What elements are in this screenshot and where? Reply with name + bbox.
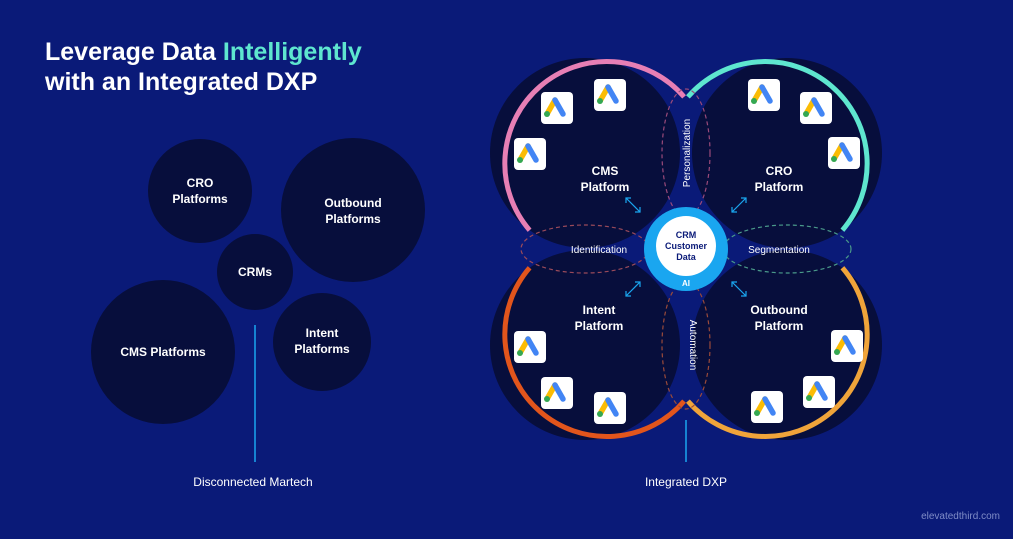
label-segmentation: Segmentation (748, 245, 810, 256)
google-ads-icon (803, 376, 835, 408)
label-cro: CRO (766, 164, 793, 178)
label-intent: Intent (583, 303, 616, 317)
google-ads-icon (828, 137, 860, 169)
circle-cro-platform (692, 58, 882, 248)
center-label: Data (676, 252, 697, 262)
bubble-label: Platforms (325, 212, 381, 226)
bubble-cro-platforms (148, 139, 252, 243)
bubble-label: Intent (306, 326, 339, 340)
overlap-segmentation (722, 224, 852, 274)
double-arrow-icon (625, 197, 641, 213)
bubble-label: Outbound (324, 196, 381, 210)
bubble-label: CRO (187, 176, 214, 190)
arc-intent (502, 266, 686, 439)
google-ads-icon (514, 138, 546, 170)
google-ads-icon (514, 331, 546, 363)
google-ads-icon (748, 79, 780, 111)
bubble-intent-platforms (273, 293, 371, 391)
label-identification: Identification (571, 245, 627, 256)
bubble-crms (217, 234, 293, 310)
disconnected-martech: CRO Platforms Outbound Platforms CRMs CM… (91, 138, 425, 489)
arc-outbound (686, 266, 870, 439)
center-label: CRM (676, 230, 697, 240)
caption-integrated: Integrated DXP (645, 475, 727, 489)
label-outbound: Platform (755, 319, 804, 333)
arc-cms (502, 59, 686, 232)
bubble-label: CMS Platforms (120, 345, 206, 359)
title-line1: Leverage Data Intelligently (45, 38, 362, 66)
center-core (656, 216, 716, 276)
circle-cms-platform (490, 58, 680, 248)
label-cro: Platform (755, 180, 804, 194)
bubble-label: Platforms (294, 342, 350, 356)
label-cms: CMS (592, 164, 619, 178)
circle-intent-platform (490, 250, 680, 440)
google-ads-icon (594, 392, 626, 424)
google-ads-icon (800, 92, 832, 124)
label-personalization: Personalization (682, 119, 693, 187)
google-ads-icon (751, 391, 783, 423)
google-ads-icon (541, 377, 573, 409)
google-ads-icon (594, 79, 626, 111)
arc-cro (686, 59, 870, 232)
double-arrow-icon (625, 281, 641, 297)
bubble-label: CRMs (238, 265, 272, 279)
watermark: elevatedthird.com (921, 511, 1000, 522)
bubble-label: Platforms (172, 192, 228, 206)
center-label: Customer (665, 241, 708, 251)
bubble-cms-platforms (91, 280, 235, 424)
google-ads-icon (541, 92, 573, 124)
title-part1: Leverage Data (45, 38, 223, 66)
ai-badge: AI (682, 279, 690, 288)
label-automation: Automation (687, 320, 698, 371)
label-cms: Platform (581, 180, 630, 194)
label-outbound: Outbound (750, 303, 807, 317)
google-ads-icon (831, 330, 863, 362)
bubble-outbound-platforms (281, 138, 425, 282)
integrated-dxp: Personalization Identification Segmentat… (490, 58, 882, 489)
title-highlight: Intelligently (223, 38, 362, 66)
caption-disconnected: Disconnected Martech (193, 475, 312, 489)
title-line2: with an Integrated DXP (44, 68, 317, 96)
label-intent: Platform (575, 319, 624, 333)
arrows (625, 197, 747, 297)
double-arrow-icon (731, 281, 747, 297)
double-arrow-icon (731, 197, 747, 213)
